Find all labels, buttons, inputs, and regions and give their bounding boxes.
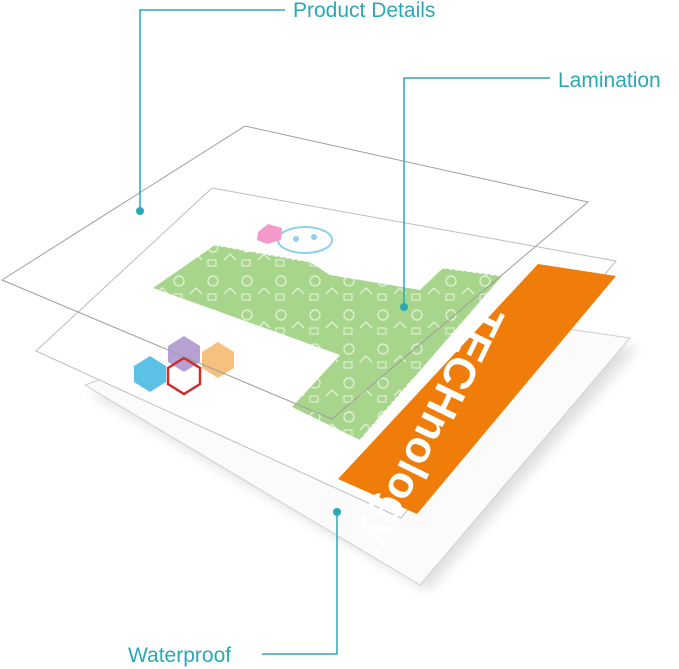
hexagon-cluster-icon [134,336,234,396]
flask-icon [257,224,333,254]
waterproof-callout-line [262,508,341,655]
green-panel [153,245,502,440]
title-banner [338,264,616,514]
lamination-callout-line [400,77,550,311]
lamination-layer [0,125,590,420]
lamination-label: Lamination [558,69,661,92]
waterproof-label: Waterproof [128,644,232,667]
product-details-label: Product Details [293,0,436,22]
product-details-layer: TECHnology [35,187,617,556]
product-details-callout-line [136,9,285,215]
